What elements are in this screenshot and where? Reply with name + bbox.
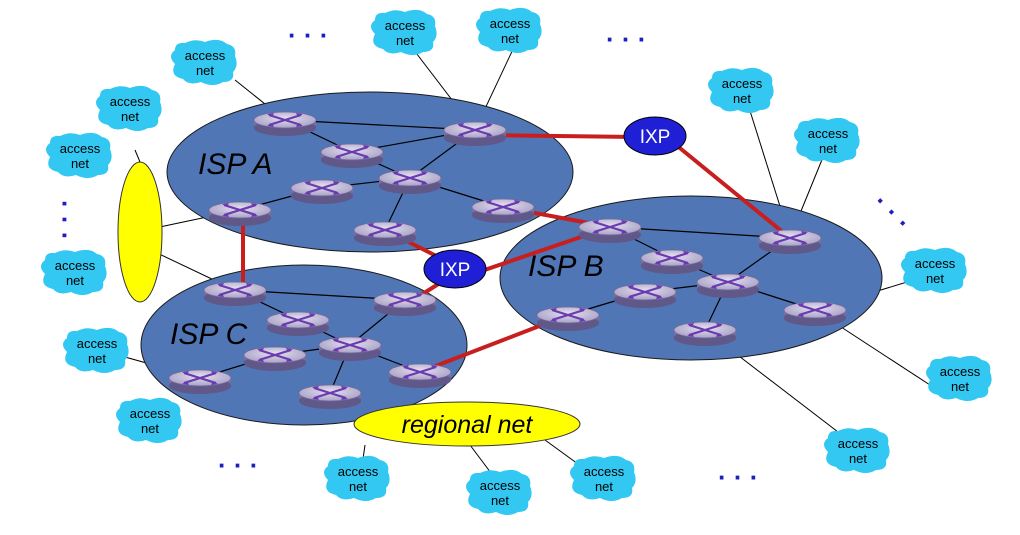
access-net-label-line1: access xyxy=(480,478,521,493)
access-net-label-line1: access xyxy=(385,18,426,33)
access-net-label-line1: access xyxy=(185,48,226,63)
access-net-label-line2: net xyxy=(501,31,519,46)
ixp-2: IXP xyxy=(423,249,487,289)
ellipsis-top-left: · · · xyxy=(288,20,328,50)
router-icon xyxy=(443,121,507,146)
router-icon xyxy=(696,273,760,298)
routers xyxy=(168,111,847,409)
ixp-2-label: IXP xyxy=(440,260,471,281)
isp-b-label: ISP B xyxy=(528,250,604,283)
access-net-label-line2: net xyxy=(141,421,159,436)
router-icon xyxy=(536,306,600,331)
access-nets: accessnetaccessnetaccessnetaccessnetacce… xyxy=(41,7,992,515)
isp-c-label: ISP C xyxy=(170,318,248,351)
router-icon xyxy=(168,369,232,394)
access-net-label-line1: access xyxy=(838,436,879,451)
access-net-label-line2: net xyxy=(66,273,84,288)
router-icon xyxy=(243,346,307,371)
router-icon xyxy=(673,321,737,346)
access-net-label-line1: access xyxy=(490,16,531,31)
router-icon xyxy=(613,283,677,308)
access-net-label-line2: net xyxy=(396,33,414,48)
router-icon xyxy=(298,384,362,409)
access-net-label-line2: net xyxy=(819,141,837,156)
access-net-label-line1: access xyxy=(915,256,956,271)
router-icon xyxy=(353,221,417,246)
ixp-1: IXP xyxy=(623,116,687,156)
router-icon xyxy=(266,311,330,336)
router-icon xyxy=(578,218,642,243)
access-net-label-line1: access xyxy=(722,76,763,91)
router-icon xyxy=(758,229,822,254)
access-net-label-line1: access xyxy=(110,94,151,109)
regional-net-label: regional net xyxy=(402,411,534,439)
access-net-label-line1: access xyxy=(338,464,379,479)
access-net-label-line1: access xyxy=(60,141,101,156)
regional-net: regional net xyxy=(353,401,581,447)
router-icon xyxy=(783,301,847,326)
router-icon xyxy=(640,249,704,274)
access-net-label-line2: net xyxy=(491,493,509,508)
router-icon xyxy=(253,111,317,136)
router-icon xyxy=(290,179,354,204)
router-icon xyxy=(203,281,267,306)
access-net-label-line1: access xyxy=(940,364,981,379)
access-net-label-line2: net xyxy=(349,479,367,494)
access-net-label-line1: access xyxy=(130,406,171,421)
access-net-label-line2: net xyxy=(595,479,613,494)
access-net-label-line2: net xyxy=(926,271,944,286)
access-net-label-line1: access xyxy=(55,258,96,273)
router-icon xyxy=(471,198,535,223)
ellipsis-bottom-left: · · · xyxy=(218,450,258,480)
access-net-label-line2: net xyxy=(88,351,106,366)
access-net-label-line2: net xyxy=(849,451,867,466)
router-icon xyxy=(378,169,442,194)
access-net-label-line1: access xyxy=(584,464,625,479)
ellipsis-left: · · · xyxy=(50,200,80,240)
access-net-label-line2: net xyxy=(121,109,139,124)
router-icon xyxy=(388,363,452,388)
ellipsis-right: · · · xyxy=(867,187,917,237)
access-net-label-line2: net xyxy=(951,379,969,394)
router-icon xyxy=(318,336,382,361)
router-icon xyxy=(320,143,384,168)
ixp-1-label: IXP xyxy=(640,127,671,148)
router-icon xyxy=(373,291,437,316)
isp-a-label: ISP A xyxy=(198,148,272,181)
ellipsis-bottom-right: · · · xyxy=(718,462,758,492)
router-icon xyxy=(208,201,272,226)
access-net-label-line2: net xyxy=(733,91,751,106)
access-net-label-line1: access xyxy=(808,126,849,141)
access-net-label-line1: access xyxy=(77,336,118,351)
access-net-label-line2: net xyxy=(71,156,89,171)
ellipsis-top-right: · · · xyxy=(606,24,646,54)
access-net-label-line2: net xyxy=(196,63,214,78)
left-regional-net xyxy=(117,161,163,303)
